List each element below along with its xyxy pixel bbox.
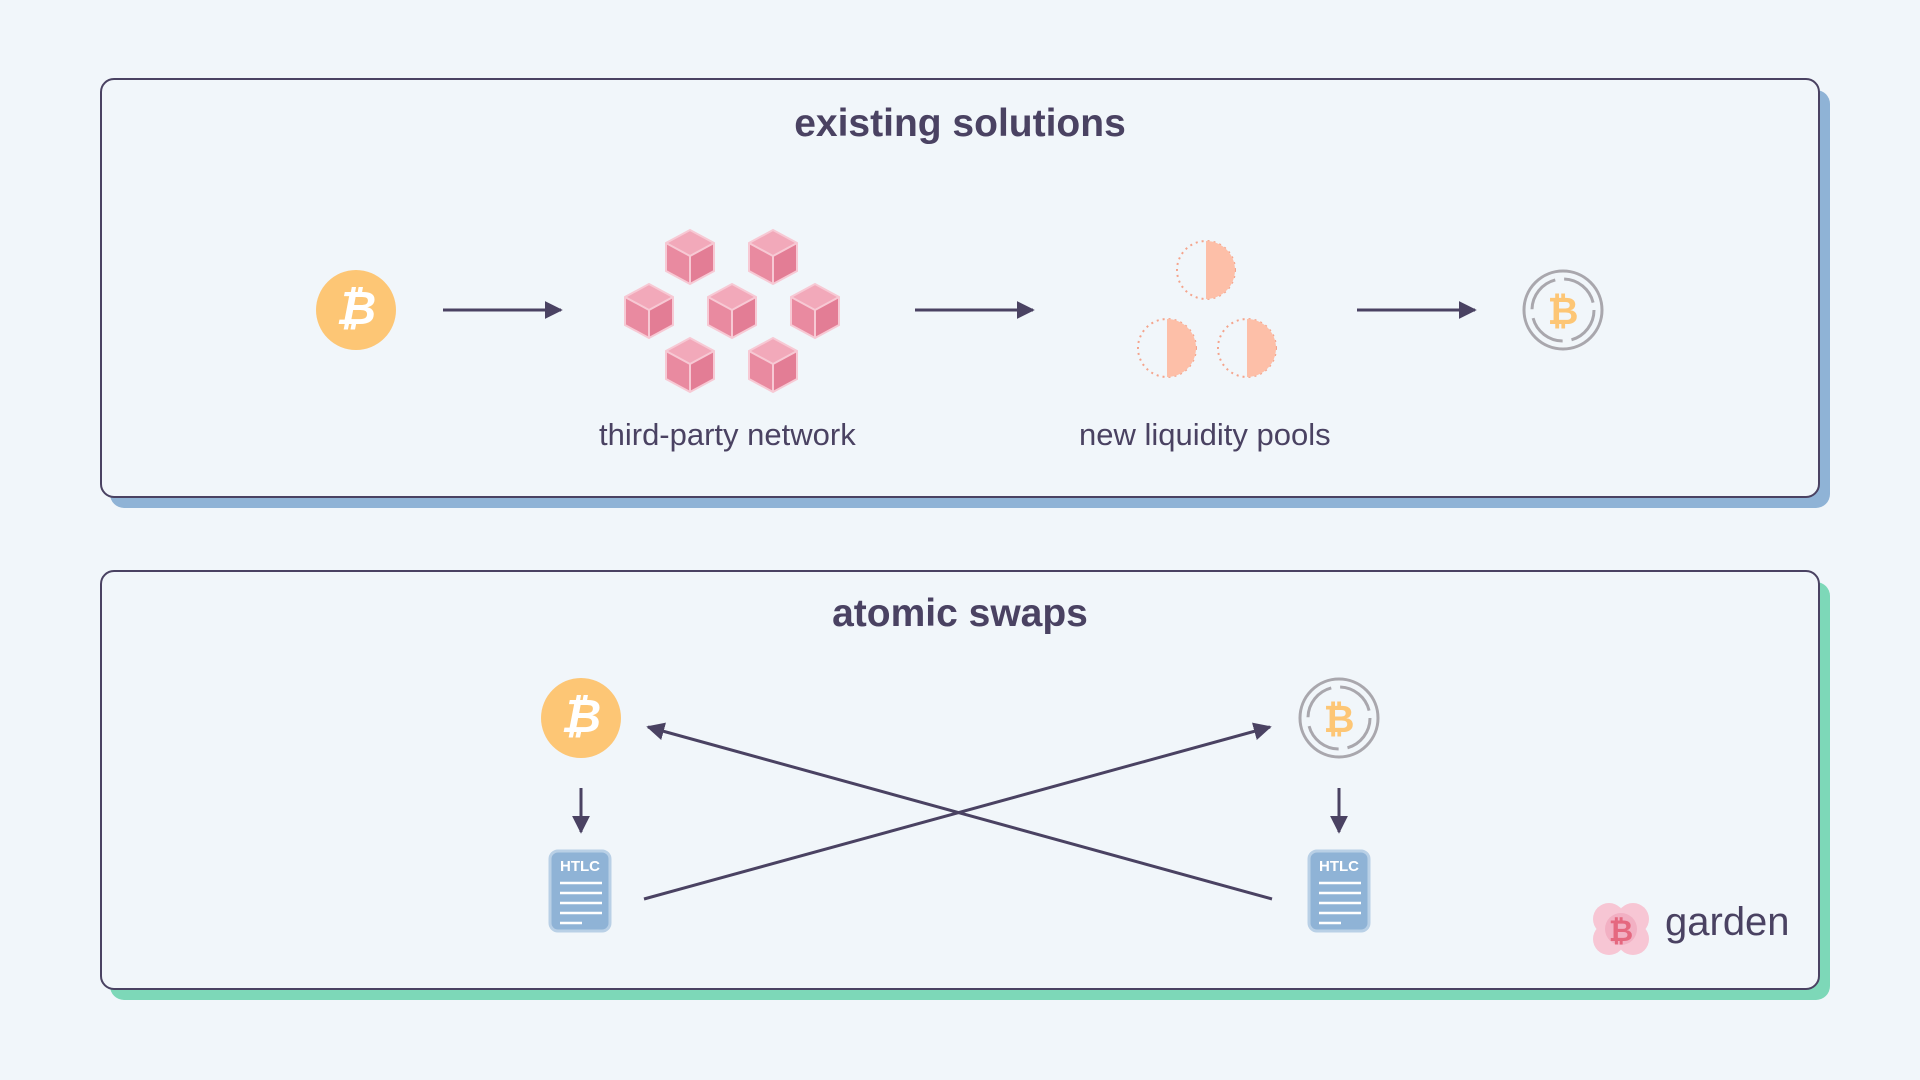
garden-brand-name: garden [1665, 900, 1790, 944]
liquidity-pool-icon [1176, 240, 1236, 300]
cube-icon [748, 229, 798, 285]
cube-icon [624, 283, 674, 339]
cube-icon [665, 229, 715, 285]
third-party-network-label: third-party network [599, 417, 856, 452]
existing-solutions-title: existing solutions [794, 102, 1126, 145]
new-liquidity-pools-label: new liquidity pools [1079, 417, 1331, 452]
htlc-left-label: HTLC [560, 858, 600, 875]
wrapped-bitcoin-icon [1522, 269, 1604, 351]
svg-text:₿: ₿ [1609, 914, 1633, 949]
bitcoin-icon [316, 270, 396, 350]
garden-logo-icon: ₿ [1593, 903, 1649, 955]
atomic-swaps-panel: atomic swaps [100, 570, 1820, 990]
bitcoin-icon [541, 678, 621, 758]
htlc-document-icon: HTLC [1307, 849, 1371, 933]
wrapped-bitcoin-icon [1298, 677, 1380, 759]
liquidity-pool-icon [1217, 318, 1277, 378]
cube-icon [665, 337, 715, 393]
atomic-swaps-title: atomic swaps [832, 592, 1088, 635]
cube-icon [748, 337, 798, 393]
liquidity-pool-icon [1137, 318, 1197, 378]
htlc-document-icon: HTLC [548, 849, 612, 933]
arrow-icon [643, 722, 1272, 901]
cube-icon [707, 283, 757, 339]
htlc-right-label: HTLC [1319, 858, 1359, 875]
cube-icon [790, 283, 840, 339]
third-party-network-icon [624, 229, 840, 393]
liquidity-pools-icon [1137, 240, 1277, 378]
